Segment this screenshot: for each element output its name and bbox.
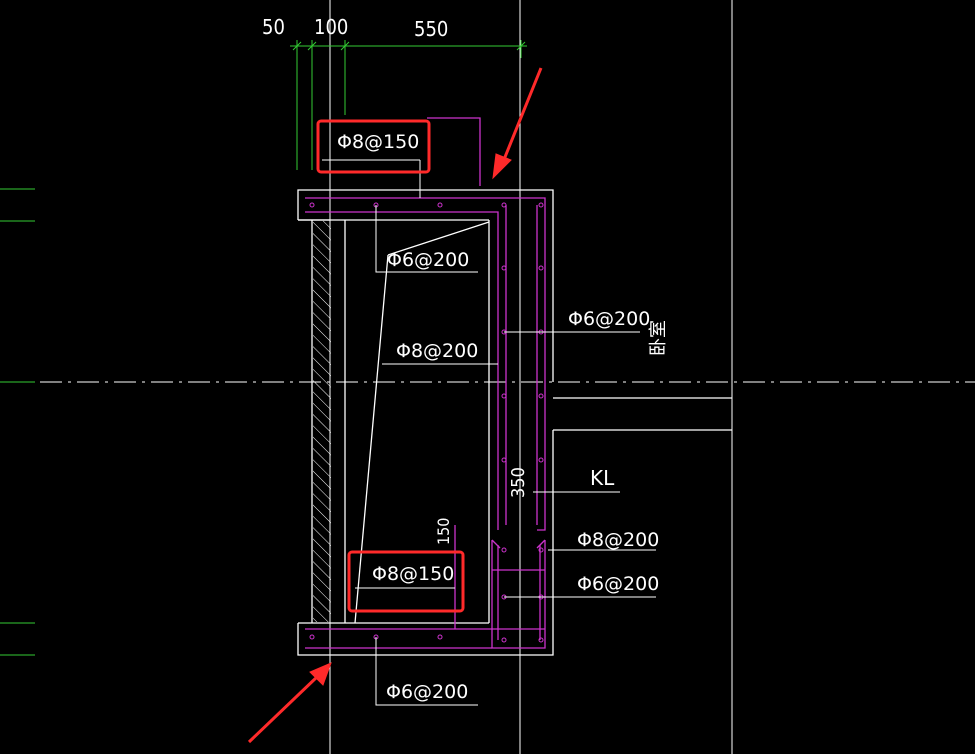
rebar-dots bbox=[309, 202, 544, 643]
tick-mark bbox=[340, 41, 350, 51]
dim-100: 100 bbox=[314, 15, 348, 39]
rebar-dot bbox=[538, 547, 544, 553]
left-edge-ticks bbox=[0, 188, 35, 656]
tick-mark bbox=[307, 41, 317, 51]
rebar-dot bbox=[538, 393, 544, 399]
highlight-box-bottom-rebar bbox=[347, 550, 465, 613]
concrete-outline bbox=[297, 189, 732, 656]
rebar-dot bbox=[538, 637, 544, 643]
beam-bottom-bar bbox=[491, 540, 546, 649]
tick-mark bbox=[516, 41, 526, 51]
axis-lines bbox=[329, 0, 733, 754]
rebar-dot bbox=[538, 202, 544, 208]
highlight-box-top-rebar bbox=[316, 119, 431, 174]
tick-mark bbox=[292, 41, 302, 51]
red-arrows bbox=[247, 67, 543, 744]
rebar-dot bbox=[437, 634, 443, 640]
rebar-dot bbox=[437, 202, 443, 208]
top-slab-bottom-bar bbox=[305, 211, 499, 530]
highlight-boxes bbox=[316, 119, 465, 613]
label-slant-dist: Φ6@200 bbox=[387, 249, 469, 271]
label-wall-dist: Φ6@200 bbox=[568, 308, 650, 330]
rebar-dot bbox=[538, 265, 544, 271]
arrow-bottom-left-shaft bbox=[247, 674, 320, 744]
dim-550: 550 bbox=[414, 17, 448, 41]
beam-hook-right bbox=[536, 539, 546, 549]
top-slab-outline bbox=[297, 189, 554, 382]
rebar-dot bbox=[309, 202, 315, 208]
arrow-top-right-head bbox=[492, 153, 512, 180]
leader-slant-dist bbox=[375, 205, 478, 273]
slant-line bbox=[354, 254, 389, 624]
rebar-dot bbox=[501, 547, 507, 553]
label-wall-vertical: Φ8@200 bbox=[396, 340, 478, 362]
top-slab-top-bar bbox=[305, 197, 546, 531]
beam-hook-left bbox=[491, 539, 501, 549]
arrow-top-right-shaft bbox=[501, 67, 543, 163]
rebar-dot bbox=[501, 637, 507, 643]
leader-lines bbox=[322, 159, 656, 706]
arrow-bottom-left-head bbox=[309, 662, 332, 686]
dim-50: 50 bbox=[262, 15, 285, 39]
rebar-dot bbox=[501, 457, 507, 463]
leader-bottom-dist bbox=[375, 637, 478, 706]
label-beam-stirrup: Φ6@200 bbox=[577, 573, 659, 595]
rebar-dot bbox=[501, 265, 507, 271]
rebar-layer bbox=[305, 117, 546, 649]
rebar-dot bbox=[501, 393, 507, 399]
top-rebar-hook bbox=[427, 117, 481, 186]
rebar-dot bbox=[538, 457, 544, 463]
label-beam: KL bbox=[590, 466, 615, 490]
dimension-chain-top bbox=[290, 40, 527, 170]
slant-line-top bbox=[387, 221, 490, 256]
label-beam-main: Φ8@200 bbox=[577, 529, 659, 551]
dim-350: 350 bbox=[508, 467, 529, 498]
label-room: 卧室 bbox=[648, 320, 669, 356]
dim-150: 150 bbox=[434, 518, 453, 545]
rebar-dot bbox=[309, 634, 315, 640]
label-bottom-rebar: Φ8@150 bbox=[372, 563, 454, 585]
bottom-slab-outline bbox=[297, 623, 554, 656]
label-bottom-dist: Φ6@200 bbox=[386, 681, 468, 703]
masonry-wall-hatch bbox=[313, 221, 331, 622]
label-top-rebar: Φ8@150 bbox=[337, 131, 419, 153]
rebar-dot bbox=[501, 202, 507, 208]
